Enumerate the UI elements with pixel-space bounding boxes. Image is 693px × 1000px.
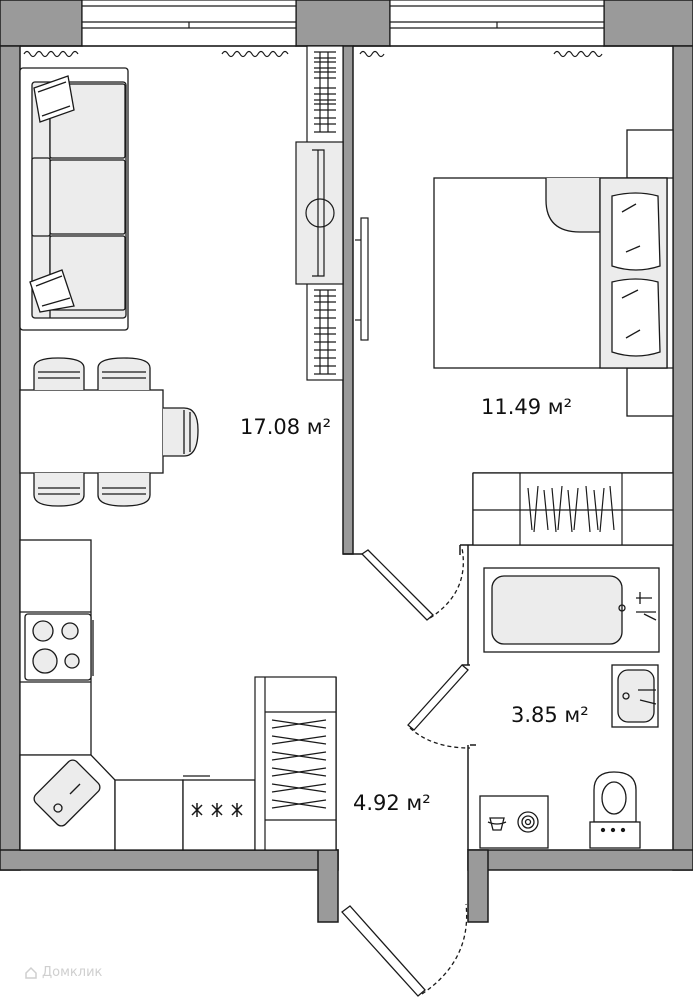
door-bedroom (360, 549, 434, 621)
bathroom-fixtures (479, 567, 660, 849)
wall-top-middle (295, 0, 391, 47)
bed (433, 129, 674, 417)
bedroom-area: 11.49 м² (481, 395, 573, 419)
door-bathroom (407, 664, 469, 731)
kitchen (19, 539, 256, 851)
wall-bottom-right-jamb (467, 849, 489, 923)
walls (0, 0, 693, 923)
hallway-area: 4.92 м² (353, 791, 431, 815)
watermark-text: Домклик (42, 965, 103, 980)
watermark: Домклик (24, 965, 102, 980)
wall-left (0, 45, 21, 871)
sofa (19, 67, 129, 331)
curtains (23, 50, 603, 58)
wall-top-left (0, 0, 83, 47)
wall-top-right (603, 0, 693, 47)
door-entrance (341, 905, 426, 997)
watermark-logo-icon (25, 966, 37, 979)
wall-bottom-left (0, 849, 339, 871)
living-room-area: 17.08 м² (240, 415, 332, 439)
bathroom-area: 3.85 м² (511, 703, 589, 727)
wall-partition-vertical (342, 45, 354, 555)
tv-shelf (295, 45, 344, 381)
bedroom-tv (355, 217, 369, 341)
wall-bottom-left-jamb (317, 849, 339, 923)
wardrobe (472, 472, 674, 546)
windows (81, 0, 605, 47)
dining-table (19, 357, 199, 507)
wall-right (672, 45, 693, 871)
doors (341, 547, 471, 997)
wall-bottom-right (467, 849, 693, 871)
hall-wardrobe (254, 676, 337, 851)
